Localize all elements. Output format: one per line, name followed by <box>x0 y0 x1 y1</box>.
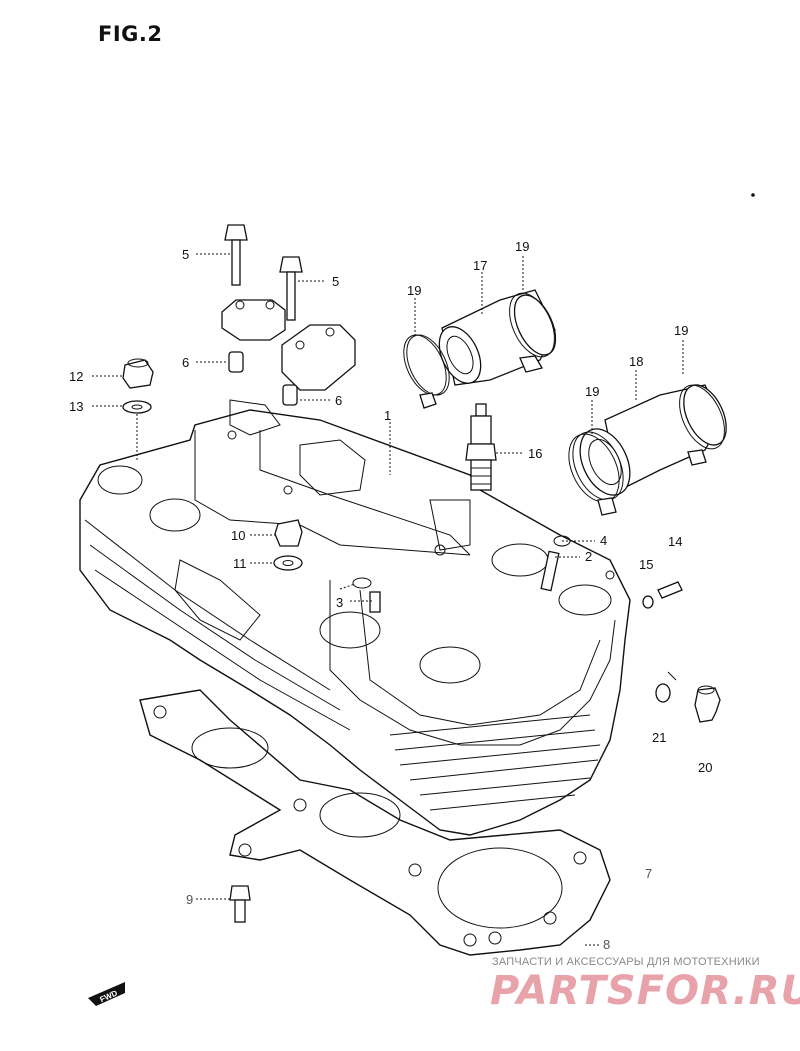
callout-8: 8 <box>603 937 610 952</box>
valve-guide <box>540 550 560 592</box>
callout-7: 7 <box>645 866 652 881</box>
plug-bolt <box>694 685 721 723</box>
callout-14: 14 <box>668 534 682 549</box>
intake-pipe-lower <box>579 384 727 496</box>
callout-9: 9 <box>186 892 193 907</box>
callout-4: 4 <box>600 533 607 548</box>
callout-19-a: 19 <box>515 239 529 254</box>
figure-title: FIG.2 <box>98 22 163 46</box>
forward-direction-arrow: FWD <box>88 982 125 1006</box>
clip <box>352 577 381 613</box>
bolt-right <box>279 256 303 321</box>
dowel-pin-right <box>282 384 298 406</box>
callout-5-left: 5 <box>182 247 189 262</box>
small-mark <box>667 671 677 681</box>
callout-11: 11 <box>233 556 247 571</box>
washer <box>122 400 152 414</box>
camshaft-cap-left <box>221 299 286 341</box>
hose-clamp-upper-right <box>509 292 555 373</box>
callout-16: 16 <box>528 446 542 461</box>
hose-clamp-lower-left <box>568 431 624 516</box>
leader-lines <box>92 253 684 946</box>
callout-18: 18 <box>629 354 643 369</box>
svg-text:FWD: FWD <box>99 988 120 1004</box>
callout-3: 3 <box>336 595 343 610</box>
bolt-left <box>224 224 248 286</box>
camshaft-cap-right <box>281 324 356 391</box>
head-washer <box>273 555 303 571</box>
callout-15: 15 <box>639 557 653 572</box>
callout-12: 12 <box>69 369 83 384</box>
callout-2: 2 <box>585 549 592 564</box>
cylinder-head-gasket <box>139 689 611 956</box>
callout-17: 17 <box>473 258 487 273</box>
head-nut <box>274 519 303 547</box>
callout-1: 1 <box>384 408 391 423</box>
callout-19-d: 19 <box>674 323 688 338</box>
callout-5-right: 5 <box>332 274 339 289</box>
callout-21: 21 <box>652 730 666 745</box>
callout-13: 13 <box>69 399 83 414</box>
callout-19-c: 19 <box>585 384 599 399</box>
callout-6-left: 6 <box>182 355 189 370</box>
cylinder-head <box>79 399 631 836</box>
dowel-pin-left <box>228 351 244 373</box>
spark-plug <box>465 403 497 491</box>
callout-20: 20 <box>698 760 712 775</box>
callout-10: 10 <box>231 528 245 543</box>
callout-6-right: 6 <box>335 393 342 408</box>
cap-nut <box>122 358 154 389</box>
stud-bolt <box>229 885 251 923</box>
watermark-brand: PARTSFOR.RU <box>490 968 800 1014</box>
screw <box>642 581 683 609</box>
hose-clamp-lower-right <box>679 384 725 466</box>
callout-19-b: 19 <box>407 283 421 298</box>
watermark-tagline: ЗАПЧАСТИ И АКСЕССУАРЫ ДЛЯ МОТОТЕХНИКИ <box>492 956 760 968</box>
gasket-washer <box>655 683 671 703</box>
intake-pipe-upper <box>438 289 557 386</box>
stray-dot <box>751 193 755 197</box>
hose-clamp-upper-left <box>403 334 450 409</box>
